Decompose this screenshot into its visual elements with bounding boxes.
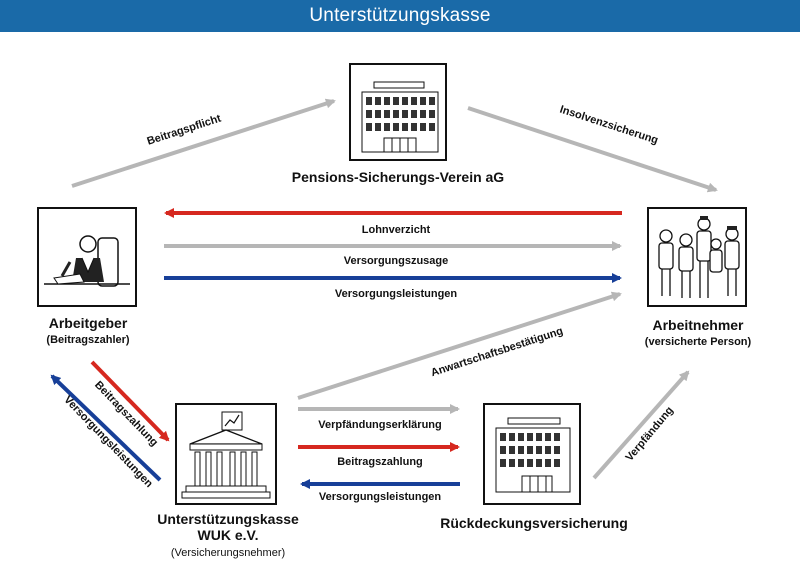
rdv-label: Rückdeckungsversicherung	[440, 515, 628, 531]
uk-label-2: WUK e.V.	[198, 527, 259, 543]
versorgungsleistungen-ag-label: Versorgungsleistungen	[335, 288, 458, 300]
arbeitnehmer-sub-label: (versicherte Person)	[645, 336, 752, 348]
beitragszahlung-rdv-label: Beitragszahlung	[337, 456, 423, 468]
beitragspflicht-arrow	[71, 98, 336, 188]
insolvenzsicherung-label: Insolvenzsicherung	[558, 104, 659, 147]
arbeitgeber-sub-label: (Beitragszahler)	[46, 334, 129, 346]
uk-label: Unterstützungskasse	[157, 511, 299, 527]
beitragszahlung-uk-arrow	[90, 360, 170, 442]
arbeitgeber-label: Arbeitgeber	[49, 315, 128, 331]
lohnverzicht-label: Lohnverzicht	[362, 224, 431, 236]
versorgungszusage-label: Versorgungszusage	[344, 255, 449, 267]
verpfaendungserklaerung-label: Verpfändungserklärung	[318, 419, 441, 431]
versorgungsleistungen-uk-label: Versorgungsleistungen	[61, 394, 155, 490]
reinsurance-building-icon	[483, 403, 581, 505]
psv-label: Pensions-Sicherungs-Verein aG	[292, 169, 505, 185]
anwartschaft-arrow	[297, 291, 622, 400]
arbeitnehmer-label: Arbeitnehmer	[652, 317, 744, 333]
page-title: Unterstützungskasse	[309, 5, 491, 26]
insolvenzsicherung-arrow	[467, 106, 718, 193]
versorgungsleistungen-rdv-label: Versorgungsleistungen	[319, 491, 442, 503]
uk-sub-label: (Versicherungsnehmer)	[171, 547, 285, 559]
employees-group-icon	[647, 207, 747, 307]
employer-person-icon	[37, 207, 137, 307]
psv-building-icon	[349, 63, 447, 161]
verpfaendung-arrow	[592, 370, 690, 480]
support-fund-building-icon	[175, 403, 277, 505]
title-bar: Unterstützungskasse	[0, 0, 800, 32]
versorgungsleistungen-uk-arrow	[50, 374, 162, 482]
